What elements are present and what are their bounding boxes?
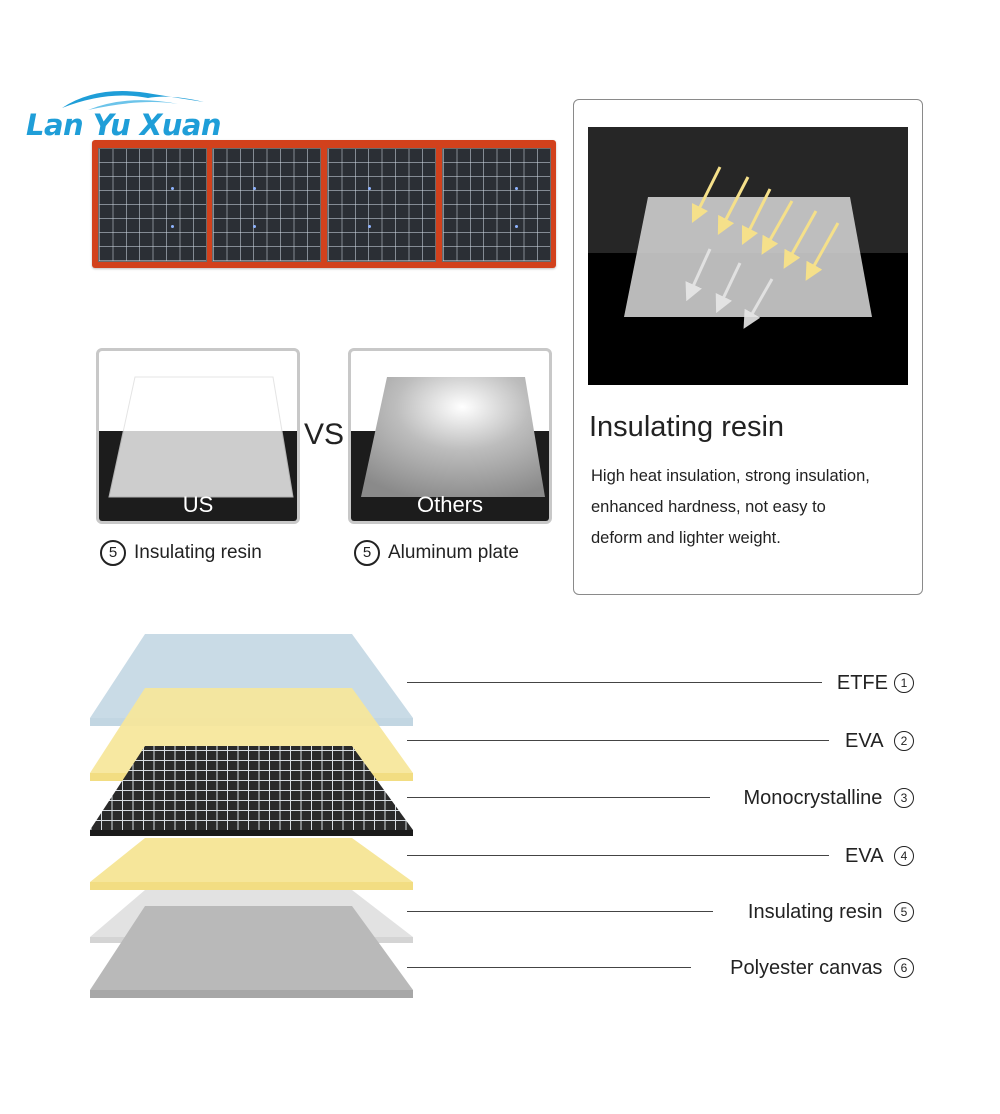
number-badge: 2 (894, 731, 914, 751)
vs-label: VS (304, 418, 345, 451)
panel-section (212, 148, 321, 262)
foldable-solar-panel (92, 140, 556, 268)
layer-monocrystalline (90, 746, 413, 830)
layer-polyester-canvas (90, 906, 413, 990)
us-card: US (96, 348, 300, 524)
number-badge: 5 (100, 540, 126, 566)
others-caption: Others (416, 492, 484, 517)
wave-icon (62, 91, 204, 110)
resin-card-description: High heat insulation, strong insulation,… (591, 467, 870, 547)
layer-label-eva: EVA 4 (845, 844, 914, 868)
number-badge: 4 (894, 846, 914, 866)
number-badge: 5 (894, 902, 914, 922)
brand-name: Lan Yu Xuan (26, 108, 222, 142)
number-badge: 1 (894, 673, 914, 693)
leader-line (407, 855, 829, 856)
brand-logo: Lan Yu Xuan (20, 88, 222, 148)
panel-section (98, 148, 207, 262)
number-badge: 3 (894, 788, 914, 808)
layer-eva-bottom (90, 838, 413, 882)
layer-label-insulating-resin: Insulating resin 5 (748, 900, 914, 924)
leader-line (407, 911, 713, 912)
layer-label-monocrystalline: Monocrystalline 3 (743, 786, 914, 810)
leader-line (407, 740, 829, 741)
number-badge: 6 (894, 958, 914, 978)
panel-section (327, 148, 436, 262)
resin-card-title: Insulating resin (589, 411, 785, 443)
leader-line (407, 682, 822, 683)
leader-line (407, 797, 710, 798)
us-caption: US (182, 492, 214, 517)
layer-label-polyester-canvas: Polyester canvas 6 (730, 956, 914, 980)
resin-heat-photo (588, 127, 908, 385)
panel-layers-diagram (90, 634, 413, 998)
aluminum-plate-icon (361, 377, 545, 497)
number-badge: 5 (354, 540, 380, 566)
resin-sheet-icon (108, 376, 294, 498)
others-card: Others (348, 348, 552, 524)
leader-line (407, 967, 691, 968)
heat-arrows-icon (624, 166, 872, 329)
layer-label-eva: EVA 2 (845, 729, 914, 753)
panel-section (442, 148, 551, 262)
